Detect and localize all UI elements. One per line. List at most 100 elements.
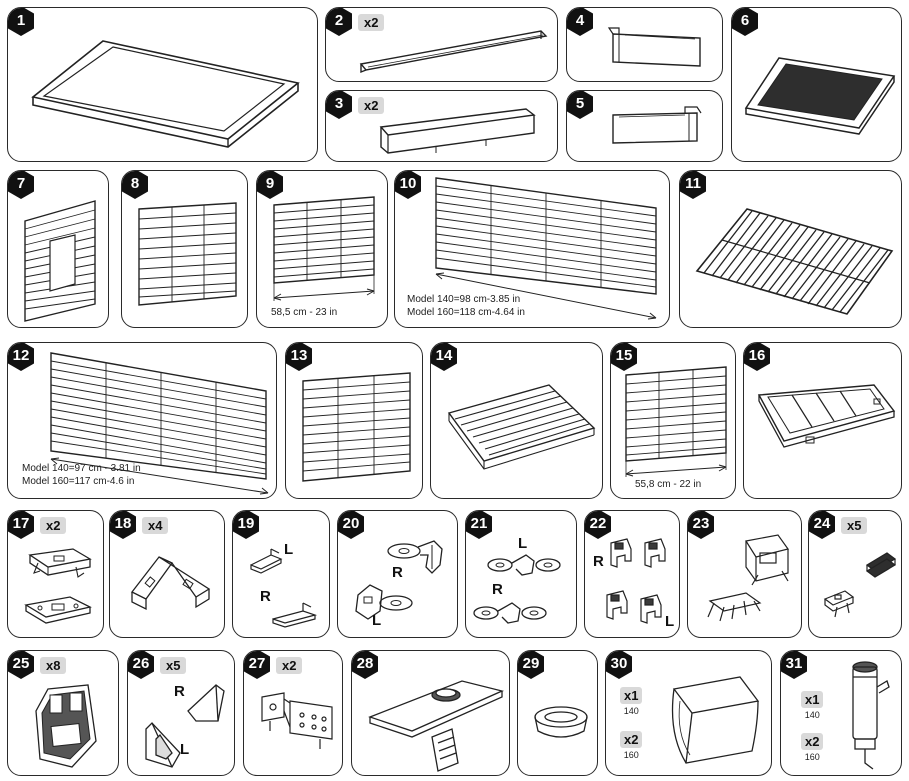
part-number: 23 <box>692 515 710 532</box>
variant-model: 140 <box>804 710 820 720</box>
side-rail-2-drawing <box>379 108 536 154</box>
part-15-panel: 55,8 cm - 22 in 15 <box>610 342 736 499</box>
side-rail-drawing <box>359 30 548 74</box>
quantity-tag: x2 <box>358 14 385 31</box>
part-29-panel: 29 <box>517 650 598 776</box>
side-label-right: R <box>392 564 403 581</box>
quantity-tag: x2 <box>358 97 385 114</box>
part-19-panel: L R 19 <box>232 510 330 638</box>
part-25-panel: 25 x8 <box>7 650 119 776</box>
part-number: 26 <box>132 655 150 672</box>
hinge-21-drawing <box>473 554 561 624</box>
variant-model: 140 <box>623 706 639 716</box>
part-number-badge: 7 <box>8 171 37 200</box>
floor-grid-11-drawing <box>695 208 894 315</box>
part-1-panel: 1 <box>7 7 318 162</box>
part-11-panel: 11 <box>679 170 902 328</box>
variant-model: 160 <box>623 750 639 760</box>
variant-160: x2 160 <box>620 731 643 760</box>
dimension-label-2: Model 160=118 cm-4.64 in <box>407 307 525 318</box>
variant-qty: x2 <box>620 731 643 748</box>
long-grid-panel-12-drawing <box>50 352 269 495</box>
part-number-badge: 9 <box>257 171 286 200</box>
grid-panel-8-drawing <box>138 202 237 306</box>
part-number-badge: 8 <box>122 171 151 200</box>
part-number: 29 <box>522 655 540 672</box>
part-number: 22 <box>589 515 607 532</box>
variant-model: 160 <box>804 752 820 762</box>
part-23-panel: 23 <box>687 510 802 638</box>
part-number-badge: 28 <box>352 651 381 680</box>
water-bottle-drawing <box>852 661 890 770</box>
variant-140: x1 140 <box>620 687 643 716</box>
part-10-panel: Model 140=98 cm-3.85 in Model 160=118 cm… <box>394 170 670 328</box>
l-clips-drawing <box>250 548 318 628</box>
quantity-tag: x4 <box>142 517 169 534</box>
part-number-badge: 30 <box>606 651 635 680</box>
part-number: 15 <box>615 347 633 364</box>
corner-blocks-26-drawing <box>145 684 225 768</box>
part-number: 7 <box>16 175 26 192</box>
floor-clip-25-drawing <box>35 684 97 768</box>
food-bowl-drawing <box>534 706 588 738</box>
part-number-badge: 15 <box>611 343 640 372</box>
part-number-badge: 24 <box>809 511 838 540</box>
side-label-right: R <box>174 683 185 700</box>
part-number: 12 <box>12 347 30 364</box>
part-number-badge: 26 <box>128 651 157 680</box>
part-8-panel: 8 <box>121 170 248 328</box>
part-number: 3 <box>334 95 344 112</box>
part-28-panel: 28 <box>351 650 510 776</box>
part-number-badge: 21 <box>466 511 495 540</box>
part-number: 27 <box>248 655 266 672</box>
mesh-tray-drawing <box>744 57 896 135</box>
side-label-left: L <box>372 612 382 629</box>
hay-rack-drawing <box>671 676 760 764</box>
dimension-label: 58,5 cm - 23 in <box>271 307 338 318</box>
side-label-left: L <box>518 535 528 552</box>
side-label-right: R <box>260 588 271 605</box>
clips-24-drawing <box>823 552 897 618</box>
feeding-platform-drawing <box>368 680 504 772</box>
part-number: 19 <box>237 515 255 532</box>
grid-panel-13-drawing <box>302 372 411 482</box>
part-number-badge: 14 <box>431 343 460 372</box>
part-number-badge: 17 <box>8 511 37 540</box>
part-number: 13 <box>290 347 308 364</box>
part-5-panel: 5 <box>566 90 723 162</box>
part-number: 25 <box>12 655 30 672</box>
door-latch-23-drawing <box>707 534 790 622</box>
part-12-panel: Model 140=97 cm - 3.81 in Model 160=117 … <box>7 342 277 499</box>
part-number-badge: 12 <box>8 343 37 372</box>
part-31-panel: x1 140 x2 160 31 <box>780 650 902 776</box>
part-number-badge: 22 <box>585 511 614 540</box>
part-number: 9 <box>265 175 275 192</box>
ramp-drawing <box>757 384 896 448</box>
part-number-badge: 31 <box>781 651 810 680</box>
part-7-panel: 7 <box>7 170 109 328</box>
part-number-badge: 2 <box>326 8 355 37</box>
part-number: 14 <box>435 347 453 364</box>
part-number-badge: 19 <box>233 511 262 540</box>
part-number-badge: 10 <box>395 171 424 200</box>
side-label-right: R <box>593 553 604 570</box>
side-label-left: L <box>665 613 675 630</box>
variant-140: x1 140 <box>801 691 824 720</box>
part-number-badge: 23 <box>688 511 717 540</box>
dimension-label-1: Model 140=97 cm - 3.81 in <box>22 463 141 474</box>
latches-22-drawing <box>606 538 666 624</box>
part-number-badge: 16 <box>744 343 773 372</box>
part-16-panel: 16 <box>743 342 902 499</box>
quantity-tag: x5 <box>160 657 187 674</box>
part-number-badge: 5 <box>567 91 596 120</box>
part-number-badge: 13 <box>286 343 315 372</box>
quantity-tag: x8 <box>40 657 67 674</box>
part-number: 24 <box>813 515 831 532</box>
floor-grid-14-drawing <box>447 384 596 470</box>
part-number: 1 <box>16 12 26 29</box>
part-number-badge: 18 <box>110 511 139 540</box>
variant-160: x2 160 <box>801 733 824 762</box>
